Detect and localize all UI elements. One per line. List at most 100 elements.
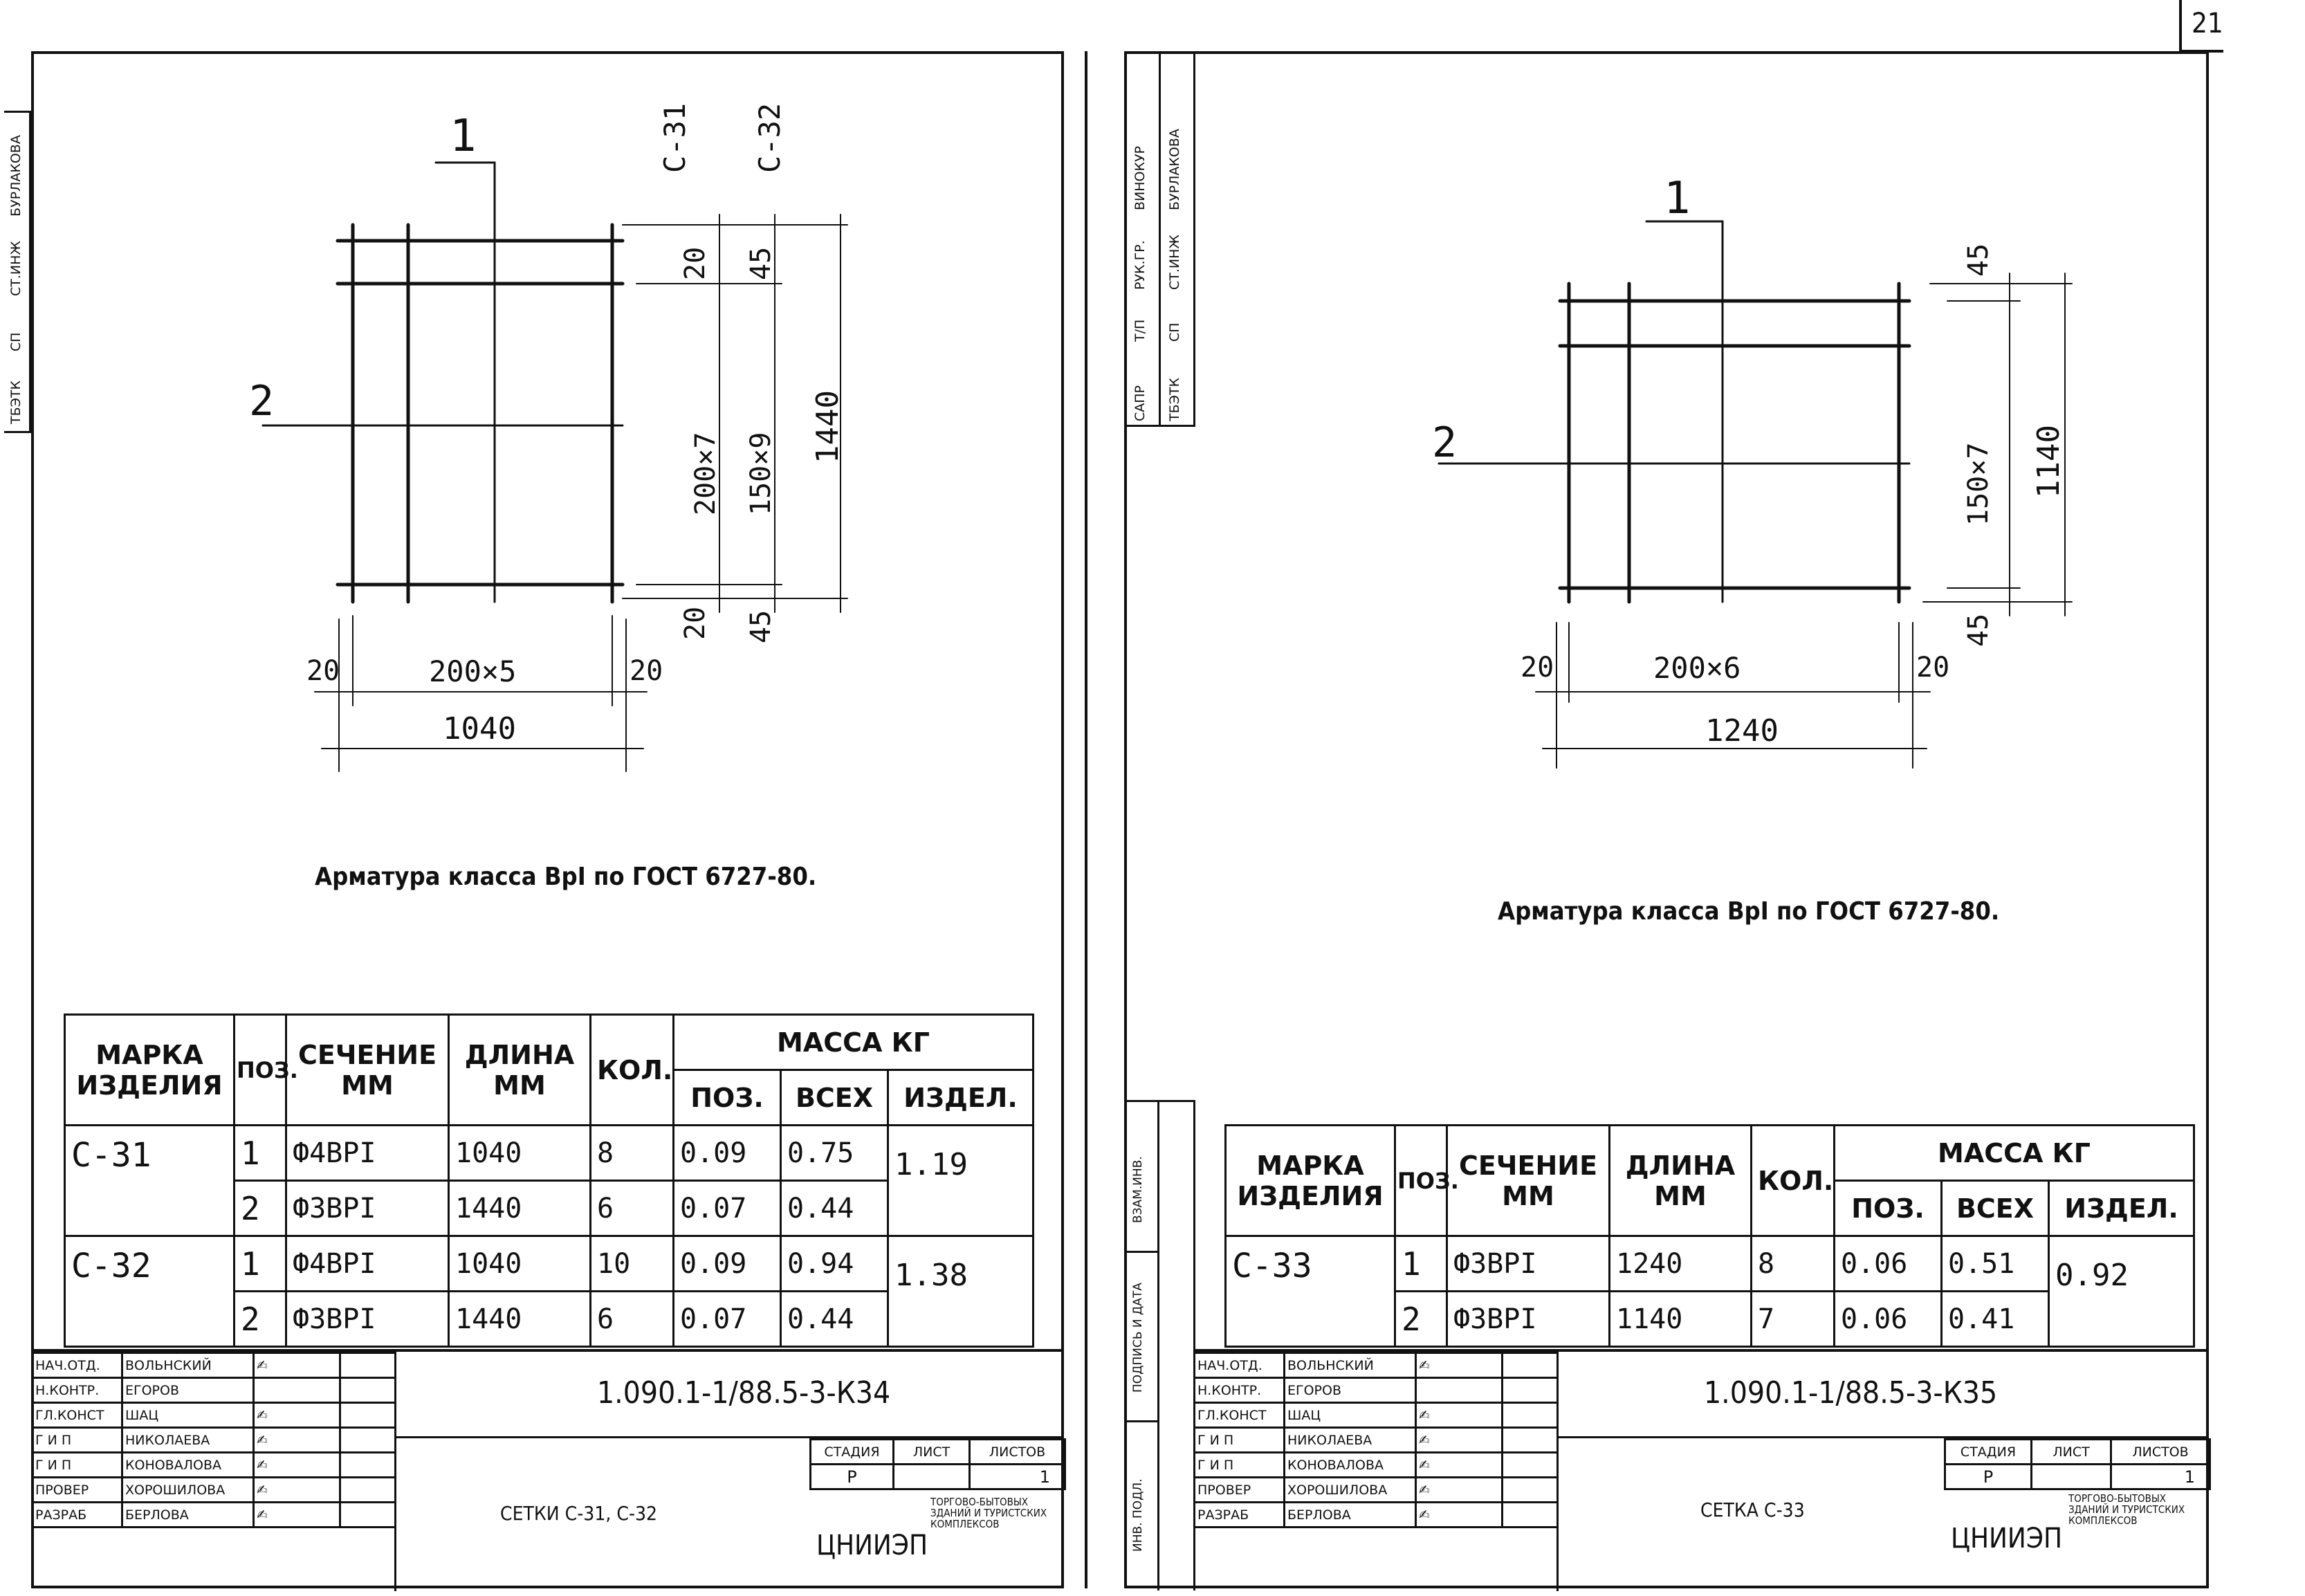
left-spec-table: МАРКА ИЗДЕЛИЯ ПОЗ. СЕЧЕНИЕ ММ ДЛИНА ММ К…	[64, 1013, 1035, 1348]
sheets-label: ЛИСТОВ	[968, 1438, 1066, 1465]
name: КОНОВАЛОВА	[121, 1451, 255, 1478]
name: КОНОВАЛОВА	[1283, 1451, 1417, 1478]
table-row: 2 Ф3ВРI 1140 7 0.06 0.41	[1226, 1290, 2194, 1348]
left-title-block: НАЧ.ОТД.ВОЛЬНСКИЙ✍ Н.КОНТР.ЕГОРОВ ГЛ.КОН…	[31, 1349, 1066, 1591]
cell-pos: 1	[233, 1235, 287, 1292]
role: РАЗРАБ	[31, 1501, 123, 1528]
header-mass-item: ИЗДЕЛ.	[2047, 1180, 2196, 1237]
header-section: СЕЧЕНИЕ ММ	[1446, 1124, 1610, 1237]
sheet-label: ЛИСТ	[892, 1438, 971, 1465]
signature: ✍	[1415, 1501, 1503, 1528]
left-dim-200x5: 200×5	[429, 654, 517, 688]
name: НИКОЛАЕВА	[1283, 1427, 1417, 1453]
cell-mass-all: 0.75	[780, 1124, 889, 1182]
header-pos: ПОЗ.	[233, 1013, 298, 1126]
signature-row: Н.КОНТР.ЕГОРОВ	[31, 1377, 396, 1404]
left-pos1-label: 1	[450, 111, 477, 162]
cell-pos: 2	[1394, 1290, 1448, 1348]
signature-row: НАЧ.ОТД.ВОЛЬНСКИЙ✍	[1193, 1352, 1559, 1379]
right-dim-150x7: 150×7	[1963, 442, 1994, 526]
signature: ✍	[252, 1352, 341, 1379]
left-note: Арматура класса ВрI по ГОСТ 6727-80.	[315, 863, 817, 891]
role: НАЧ.ОТД.	[1193, 1352, 1285, 1379]
cell-length: 1240	[1608, 1235, 1752, 1292]
cell-mass-pos: 0.06	[1833, 1290, 1943, 1348]
header-mass-item: ИЗДЕЛ.	[886, 1069, 1035, 1126]
cell-section: Ф3ВРI	[285, 1180, 450, 1237]
header-length: ДЛИНА ММ	[1608, 1124, 1752, 1237]
cell-qty: 8	[1750, 1235, 1835, 1292]
left-doc-title: СЕТКИ С-31, С-32	[500, 1502, 658, 1525]
right-code-cell: 1.090.1-1/88.5-3-К35	[1556, 1352, 2209, 1438]
cell-mark: С-33	[1224, 1235, 1396, 1348]
header-qty: КОЛ.	[589, 1013, 674, 1126]
signature: ✍	[1415, 1476, 1503, 1503]
cell-mass-item: 1.38	[886, 1235, 1035, 1348]
cell-mass-pos: 0.09	[672, 1235, 782, 1292]
left-doc-code: 1.090.1-1/88.5-3-К34	[597, 1375, 891, 1411]
cell-length: 1040	[448, 1124, 591, 1182]
right-sheet-frame	[1124, 51, 2209, 1588]
cell-mass-pos: 0.07	[672, 1290, 782, 1348]
sheets-label: ЛИСТОВ	[2110, 1438, 2211, 1465]
header-mark: МАРКА ИЗДЕЛИЯ	[64, 1013, 235, 1126]
left-dim-20-left: 20	[306, 655, 340, 687]
table-row: 2 Ф3ВРI 1440 6 0.07 0.44	[65, 1290, 1034, 1348]
sheets-value: 1	[2110, 1463, 2211, 1490]
cell-length: 1440	[448, 1180, 591, 1237]
left-org-note: ТОРГОВО-БЫТОВЫХ ЗДАНИЙ И ТУРИСТСКИХ КОМП…	[930, 1496, 1047, 1530]
right-note: Арматура класса ВрI по ГОСТ 6727-80.	[1498, 897, 2000, 926]
left-title-cell: СЕТКИ С-31, С-32	[394, 1438, 809, 1591]
right-dim-1140: 1140	[2031, 425, 2066, 498]
name: ЕГОРОВ	[1283, 1377, 1417, 1404]
right-org: ЦНИИЭП	[1951, 1523, 2063, 1554]
stage-value: Р	[1944, 1463, 2032, 1490]
left-sheet-outer-edge	[1085, 51, 1087, 1588]
signature-row: НАЧ.ОТД.ВОЛЬНСКИЙ✍	[31, 1352, 396, 1379]
cell-mass-all: 0.94	[780, 1235, 889, 1292]
header-mark: МАРКА ИЗДЕЛИЯ	[1224, 1124, 1396, 1237]
cell-pos: 1	[233, 1124, 287, 1182]
name: ВОЛЬНСКИЙ	[121, 1352, 255, 1379]
right-pos2-label: 2	[1432, 419, 1458, 467]
header-mass: МАССА КГ	[1833, 1124, 2196, 1182]
left-dim-1040: 1040	[443, 711, 516, 746]
right-title-cell: СЕТКА С-33	[1556, 1438, 1944, 1591]
role: ГЛ.КОНСТ	[1193, 1402, 1285, 1429]
cell-qty: 6	[589, 1290, 674, 1348]
right-dim-20-left: 20	[1521, 652, 1554, 684]
cell-mass-item: 1.19	[886, 1124, 1035, 1237]
sheets-value: 1	[968, 1463, 1066, 1490]
left-dim-20-right: 20	[630, 655, 663, 687]
left-signature-table: НАЧ.ОТД.ВОЛЬНСКИЙ✍ Н.КОНТР.ЕГОРОВ ГЛ.КОН…	[31, 1352, 396, 1528]
left-side-stamp: БУРЛАКОВА СТ.ИНЖ СП ТБЭТК	[4, 111, 31, 433]
table-row: С-33 1 Ф3ВРI 1240 8 0.06 0.51 0.92	[1224, 1235, 2196, 1348]
right-dim-45-top: 45	[1963, 243, 1994, 277]
signature: ✍	[252, 1501, 341, 1528]
left-code-cell: 1.090.1-1/88.5-3-К34	[394, 1352, 1064, 1438]
cell-mass-all: 0.44	[780, 1290, 889, 1348]
left-sheet-frame	[31, 51, 1064, 1588]
cell-section: Ф3ВРI	[1446, 1290, 1610, 1348]
right-dim-200x6: 200×6	[1653, 651, 1741, 685]
cell-mass-item: 0.92	[2047, 1235, 2196, 1348]
right-spec-table: МАРКА ИЗДЕЛИЯ ПОЗ. СЕЧЕНИЕ ММ ДЛИНА ММ К…	[1224, 1124, 2196, 1348]
table-row: С-31 1 Ф4ВРI 1040 8 0.09 0.75 1.19	[64, 1124, 1035, 1237]
right-title-block: НАЧ.ОТД.ВОЛЬНСКИЙ✍ Н.КОНТР.ЕГОРОВ ГЛ.КОН…	[1193, 1349, 2211, 1591]
cell-mark: С-32	[64, 1235, 235, 1348]
cell-mass-pos: 0.06	[1833, 1235, 1943, 1292]
header-length: ДЛИНА ММ	[448, 1013, 591, 1126]
name: ВОЛЬНСКИЙ	[1283, 1352, 1417, 1379]
header-mass-all: ВСЕХ	[780, 1069, 889, 1126]
cell-length: 1140	[1608, 1290, 1752, 1348]
cell-qty: 10	[589, 1235, 674, 1292]
stage-value: Р	[809, 1463, 894, 1490]
cell-pos: 2	[233, 1180, 287, 1237]
